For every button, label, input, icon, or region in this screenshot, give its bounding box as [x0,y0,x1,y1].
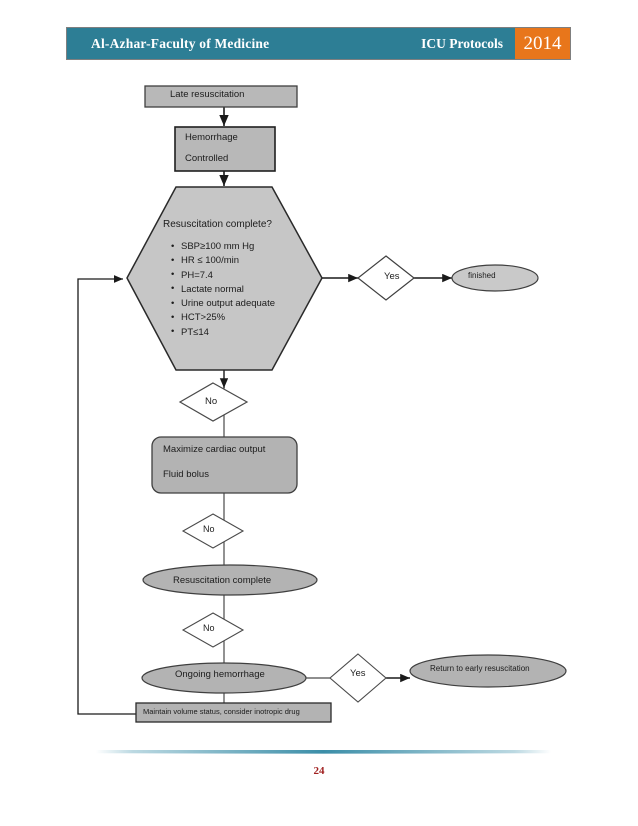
header-year-badge: 2014 [515,28,570,59]
criteria-item: PT≤14 [171,325,275,340]
page-number: 24 [313,765,325,777]
criteria-list: SBP≥100 mm Hg HR ≤ 100/min PH=7.4 Lactat… [165,239,275,340]
page-header-banner: Al-Azhar-Faculty of Medicine ICU Protoco… [66,27,571,60]
label-hemorrhage: Hemorrhage [185,132,238,143]
label-resuscitation-complete: Resuscitation complete [173,575,272,586]
label-yes-2: Yes [350,668,366,679]
footer-divider-shadow [96,753,551,754]
label-fluid-bolus: Fluid bolus [163,469,209,480]
criteria-item: SBP≥100 mm Hg [171,239,275,254]
label-no-2: No [203,524,215,534]
label-maximize-cardiac-output: Maximize cardiac output [163,444,266,455]
label-no-3: No [203,623,215,633]
label-maintain-volume-status: Maintain volume status, consider inotrop… [143,707,300,716]
label-yes-1: Yes [384,271,400,282]
footer-divider [96,750,551,753]
header-year-label: 2014 [523,33,562,54]
criteria-item: HR ≤ 100/min [171,254,275,269]
criteria-item: Lactate normal [171,282,275,297]
header-document-title: ICU Protocols [421,35,503,51]
criteria-item: Urine output adequate [171,297,275,312]
header-institution-name: Al-Azhar-Faculty of Medicine [91,35,270,51]
label-late-resuscitation: Late resuscitation [170,89,245,100]
label-controlled: Controlled [185,153,229,164]
label-resuscitation-complete-question: Resuscitation complete? [163,219,272,230]
label-ongoing-hemorrhage: Ongoing hemorrhage [175,669,265,680]
label-finished: finished [468,271,496,280]
edge-feedback-loop [77,275,136,715]
header-title-area: Al-Azhar-Faculty of Medicine ICU Protoco… [67,28,515,59]
criteria-item: HCT>25% [171,311,275,326]
criteria-item: PH=7.4 [171,268,275,283]
label-no-1: No [205,396,218,407]
label-return-to-early-resuscitation: Return to early resuscitation [430,664,530,673]
